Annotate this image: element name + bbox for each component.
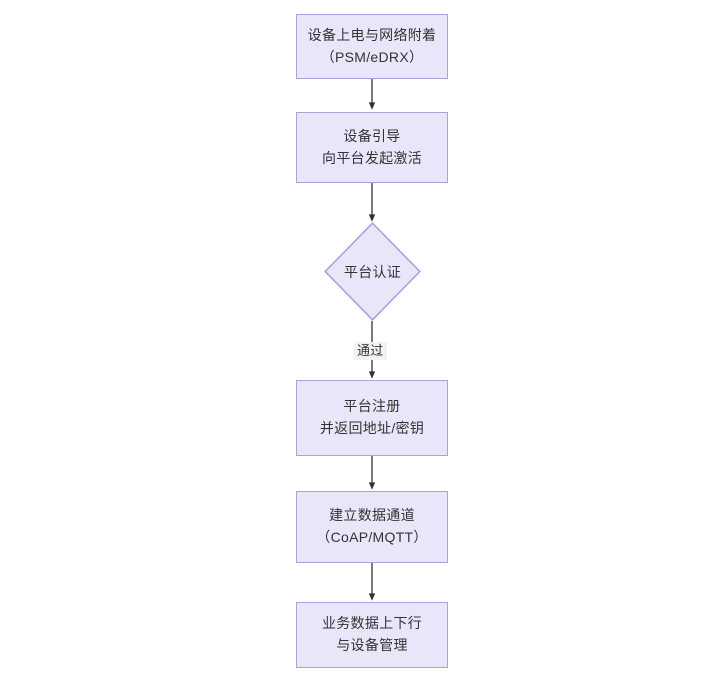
node-device-power-on[interactable]: 设备上电与网络附着 （PSM/eDRX） — [296, 14, 448, 79]
node-label-line2: （PSM/eDRX） — [320, 48, 424, 65]
node-business-data-and-device-mgmt[interactable]: 业务数据上下行 与设备管理 — [296, 602, 448, 668]
node-platform-register[interactable]: 平台注册 并返回地址/密钥 — [296, 380, 448, 456]
node-label-line2: （CoAP/MQTT） — [316, 529, 428, 545]
node-device-bootstrap[interactable]: 设备引导 向平台发起激活 — [296, 112, 448, 183]
node-label-line1: 建立数据通道 — [329, 507, 415, 524]
node-label-line1: 业务数据上下行 — [321, 615, 423, 632]
node-label-line1: 设备上电与网络附着 — [307, 26, 437, 43]
edge-label-pass: 通过 — [354, 342, 387, 360]
node-label-line1: 设备引导 — [343, 127, 401, 144]
node-label-line2: 与设备管理 — [336, 637, 408, 653]
node-establish-data-channel[interactable]: 建立数据通道 （CoAP/MQTT） — [296, 491, 448, 563]
node-label-line1: 平台认证 — [343, 263, 402, 280]
diamond-shape — [324, 222, 421, 321]
node-label-line2: 向平台发起激活 — [321, 149, 423, 166]
node-label-line1: 平台注册 — [343, 398, 401, 415]
node-platform-auth-decision[interactable]: 平台认证 — [324, 222, 421, 321]
node-label-line2: 并返回地址/密钥 — [319, 420, 425, 436]
